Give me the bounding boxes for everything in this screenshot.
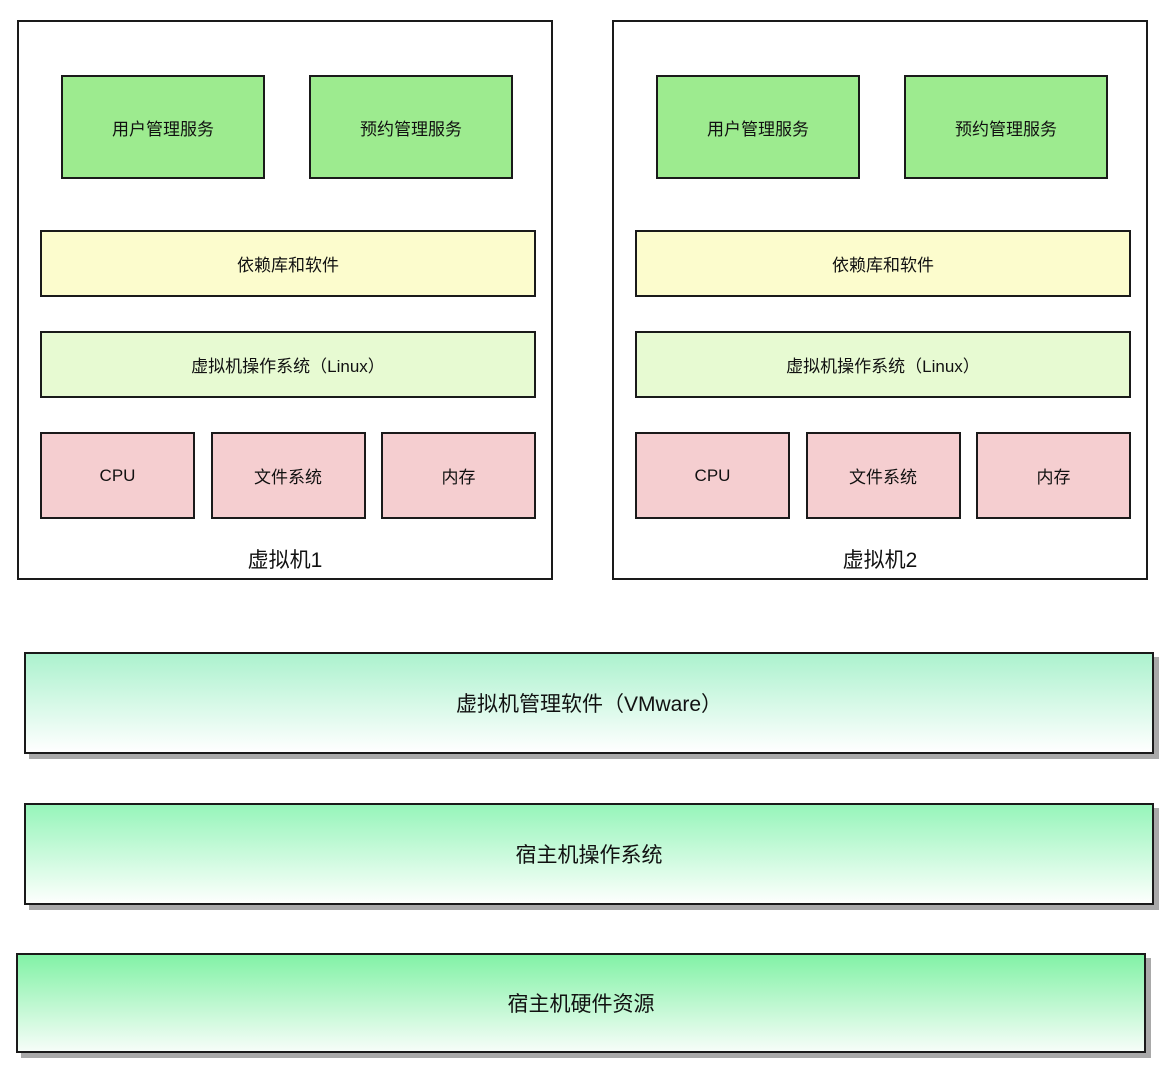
vm1-cpu-box: CPU (40, 432, 195, 519)
vm2-cpu-box: CPU (635, 432, 790, 519)
vm1-title: 虚拟机1 (247, 549, 323, 572)
vm2-user-service-box: 用户管理服务 (656, 75, 860, 179)
host-os-layer-box: 宿主机操作系统 (24, 803, 1154, 905)
vm2-guest-os-box: 虚拟机操作系统（Linux） (635, 331, 1131, 398)
vm1-memory-label: 内存 (441, 468, 476, 487)
vm2-dependency-box: 依赖库和软件 (635, 230, 1131, 297)
hypervisor-layer-box: 虚拟机管理软件（VMware） (24, 652, 1154, 754)
vm2-user-service-label: 用户管理服务 (707, 119, 809, 139)
host-os-layer-label: 宿主机操作系统 (515, 844, 663, 867)
vm1-user-service-box: 用户管理服务 (61, 75, 265, 179)
vm1-user-service-label: 用户管理服务 (112, 119, 214, 139)
vm2-memory-box: 内存 (976, 432, 1131, 519)
vm1-filesystem-label: 文件系统 (254, 468, 322, 487)
vm2-guest-os-label: 虚拟机操作系统（Linux） (786, 357, 980, 376)
vm2-cpu-label: CPU (694, 465, 731, 485)
vm2-memory-label: 内存 (1036, 468, 1071, 487)
vm1-guest-os-label: 虚拟机操作系统（Linux） (191, 357, 385, 376)
vm1-filesystem-box: 文件系统 (210, 432, 366, 519)
vm1-services-row: 用户管理服务 预约管理服务 (61, 75, 513, 179)
vm2-reservation-service-box: 预约管理服务 (904, 75, 1108, 179)
vm2-filesystem-label: 文件系统 (849, 468, 917, 487)
vm1-resources-row: CPU 文件系统 内存 (40, 432, 536, 519)
vm1-memory-box: 内存 (381, 432, 536, 519)
vm1-reservation-service-box: 预约管理服务 (309, 75, 513, 179)
vm2-reservation-service-label: 预约管理服务 (955, 119, 1057, 139)
vm1-cpu-label: CPU (99, 465, 136, 485)
vm2-title: 虚拟机2 (842, 549, 918, 572)
vm2-resources-row: CPU 文件系统 内存 (635, 432, 1131, 519)
vm2-box: 用户管理服务 预约管理服务 依赖库和软件 虚拟机操作系统（Linux） CPU … (612, 20, 1148, 580)
vm1-box: 用户管理服务 预约管理服务 依赖库和软件 虚拟机操作系统（Linux） CPU … (17, 20, 553, 580)
vm1-guest-os-box: 虚拟机操作系统（Linux） (40, 331, 536, 398)
vm2-services-row: 用户管理服务 预约管理服务 (656, 75, 1108, 179)
vm1-dependency-label: 依赖库和软件 (237, 256, 339, 275)
host-hardware-layer-box: 宿主机硬件资源 (16, 953, 1146, 1053)
vm2-filesystem-box: 文件系统 (805, 432, 961, 519)
hypervisor-layer-label: 虚拟机管理软件（VMware） (455, 693, 723, 716)
host-hardware-layer-label: 宿主机硬件资源 (507, 993, 655, 1016)
vm1-dependency-box: 依赖库和软件 (40, 230, 536, 297)
vm1-reservation-service-label: 预约管理服务 (360, 119, 462, 139)
vm2-dependency-label: 依赖库和软件 (832, 256, 934, 275)
